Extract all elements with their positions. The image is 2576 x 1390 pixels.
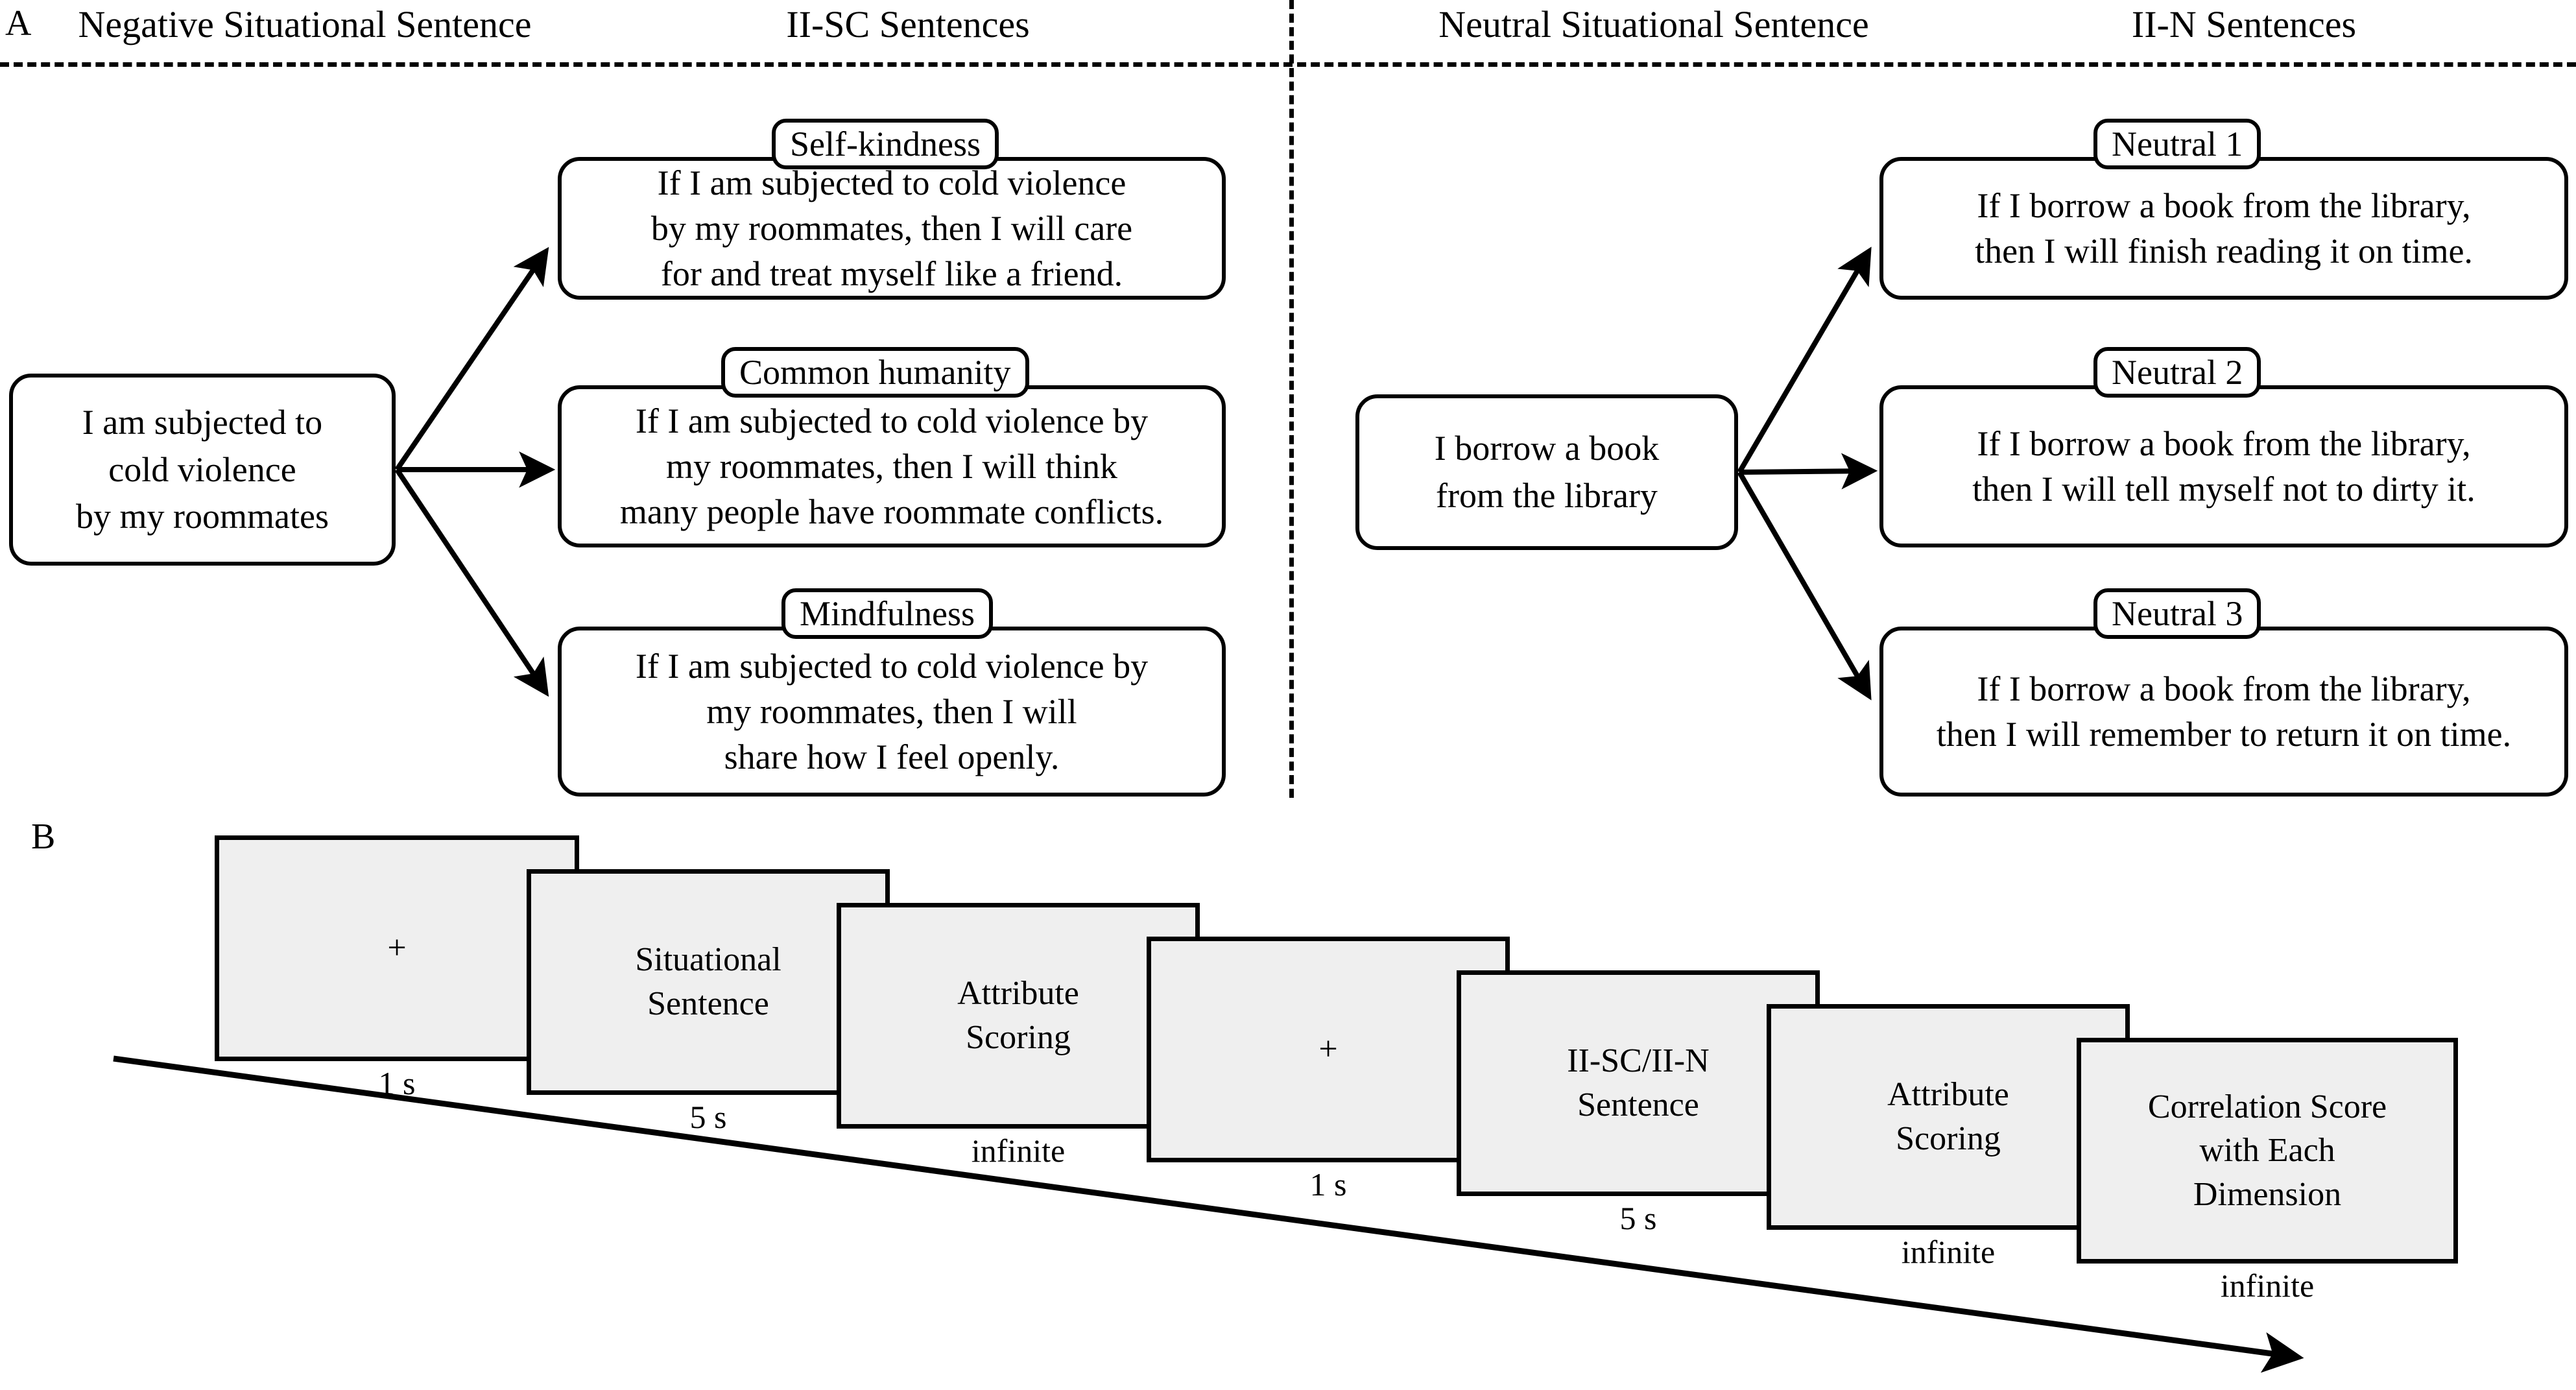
trial-screen-correlation-score-text: Correlation Score with Each Dimension [2147,1088,2387,1213]
trial-screen-correlation-score: Correlation Score with Each Dimension [2077,1038,2458,1264]
branch-box-common-humanity-text: If I am subjected to cold violence by my… [619,401,1164,532]
trial-screen-situational-sentence: Situational Sentence [527,869,890,1095]
trial-screen-ii-sentence: II-SC/II-N Sentence [1457,970,1820,1196]
trial-duration-situational-sentence: 5 s [689,1099,727,1135]
trial-duration-fixation-1: 1 s [378,1065,416,1101]
trial-screen-fixation-2: + [1147,937,1510,1162]
panel-b-letter: B [31,817,56,857]
branch-tab-self-kindness: Self-kindness [772,119,999,169]
source-box-neutral: I borrow a book from the library [1355,394,1738,550]
connector-neutral-to-neutral-1 [1737,246,1872,474]
branch-box-self-kindness-text: If I am subjected to cold violence by my… [650,163,1133,294]
trial-screen-fixation-2-text: + [1318,1031,1338,1068]
branch-tab-neutral-1: Neutral 1 [2093,119,2261,169]
branch-box-neutral-1-text: If I borrow a book from the library, the… [1975,186,2473,270]
panel-a-letter: A [5,3,32,43]
branch-tab-neutral-3: Neutral 3 [2093,588,2261,639]
branch-box-mindfulness: If I am subjected to cold violence by my… [558,627,1226,797]
branch-box-neutral-2-text: If I borrow a book from the library, the… [1972,424,2475,509]
connector-negative-to-mindfulness [394,468,549,697]
column-header-ii-n: II-N Sentences [2131,3,2357,45]
column-header-negative-situational: Negative Situational Sentence [78,3,532,45]
connector-negative-to-self-kindness [394,246,549,472]
branch-box-neutral-3: If I borrow a book from the library, the… [1879,627,2568,797]
branch-box-neutral-2: If I borrow a book from the library, the… [1879,385,2568,547]
branch-tab-neutral-2: Neutral 2 [2093,347,2261,398]
branch-box-neutral-3-text: If I borrow a book from the library, the… [1936,669,2512,754]
trial-duration-attribute-scoring-1: infinite [971,1132,1066,1169]
trial-screen-attribute-scoring-1-text: Attribute Scoring [957,975,1079,1056]
branch-box-neutral-1: If I borrow a book from the library, the… [1879,157,2568,300]
condition-dashed-divider [1289,0,1294,798]
branch-tab-mindfulness: Mindfulness [781,588,993,639]
trial-screen-attribute-scoring-2-text: Attribute Scoring [1887,1076,2009,1157]
branch-box-common-humanity: If I am subjected to cold violence by my… [558,385,1226,547]
trial-duration-fixation-2: 1 s [1309,1166,1347,1203]
source-box-negative: I am subjected to cold violence by my ro… [9,374,396,566]
column-header-neutral-situational: Neutral Situational Sentence [1438,3,1869,45]
trial-screen-fixation-1: + [215,835,579,1061]
trial-screen-attribute-scoring-1: Attribute Scoring [837,903,1200,1129]
trial-duration-ii-sentence: 5 s [1619,1200,1657,1236]
connector-neutral-to-neutral-2 [1739,453,1878,490]
trial-screen-ii-sentence-text: II-SC/II-N Sentence [1567,1042,1710,1123]
connector-neutral-to-neutral-3 [1737,470,1872,701]
source-box-neutral-text: I borrow a book from the library [1434,429,1660,515]
branch-tab-common-humanity: Common humanity [721,347,1029,398]
trial-duration-correlation-score: infinite [2220,1267,2315,1304]
trial-duration-attribute-scoring-2: infinite [1901,1234,1996,1270]
trial-screen-fixation-1-text: + [387,929,407,967]
trial-screen-attribute-scoring-2: Attribute Scoring [1767,1004,2130,1230]
trial-screen-situational-sentence-text: Situational Sentence [635,941,781,1022]
branch-box-mindfulness-text: If I am subjected to cold violence by my… [635,646,1149,777]
source-box-negative-text: I am subjected to cold violence by my ro… [76,402,329,536]
branch-box-self-kindness: If I am subjected to cold violence by my… [558,157,1226,300]
header-dashed-separator [0,62,2576,67]
column-header-ii-sc: II-SC Sentences [786,3,1030,45]
